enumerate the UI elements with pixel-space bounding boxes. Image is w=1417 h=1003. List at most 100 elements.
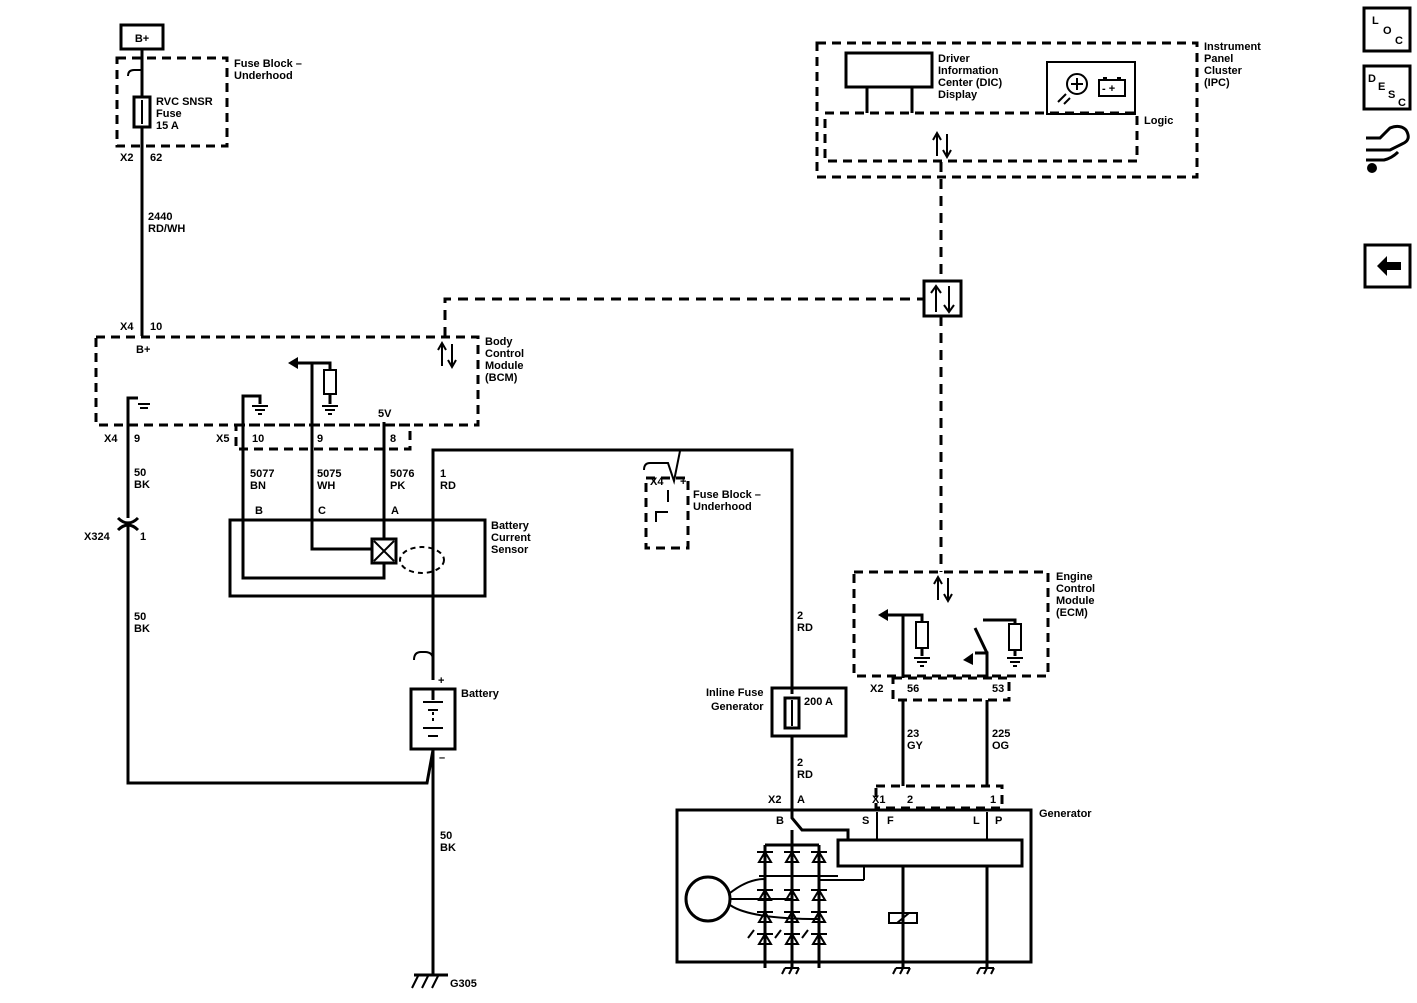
- wire-2rd-b-label: 2 RD: [797, 757, 813, 781]
- connector-x4-bcm: X4: [120, 321, 134, 333]
- battery-current-sensor-label: Battery Current Sensor: [491, 520, 534, 556]
- data-junction: [922, 279, 963, 318]
- gen-term-s: S: [862, 815, 869, 827]
- gen-term-l: L: [973, 815, 980, 827]
- resistor-icon: [915, 621, 929, 649]
- instrument-panel-cluster: [815, 41, 1199, 179]
- ecm-pin-53: 53: [992, 683, 1004, 695]
- ecm-x2-label: X2: [870, 683, 883, 695]
- wire-225-label: 225 OG: [992, 728, 1013, 752]
- ground-icon: [1007, 657, 1023, 667]
- arrow-left-icon: [878, 609, 888, 621]
- ground-icon: [411, 973, 448, 989]
- x1-pin-2: 2: [907, 794, 913, 806]
- body-control-module: [94, 335, 480, 427]
- x4-mid-label: X4: [650, 476, 664, 488]
- connector-x4-ground: X4: [104, 433, 118, 445]
- fuse-block-top-label: Fuse Block – Underhood: [234, 58, 305, 82]
- rvc-snsr-fuse-label: RVC SNSR Fuse 15 A: [156, 96, 216, 132]
- inline-connector-x324: [116, 516, 140, 525]
- x5-pin-10: 10: [252, 433, 264, 445]
- wire-5077-label: 5077 BN: [250, 468, 278, 492]
- engine-control-module: [852, 570, 1050, 678]
- bcm-label: Body Control Module (BCM): [485, 336, 527, 384]
- voltage-regulator: [836, 838, 1024, 868]
- wire-50bk-a-label: 50 BK: [134, 467, 150, 491]
- wire-50bk-c-label: 50 BK: [440, 830, 456, 854]
- ground-g305-label: G305: [450, 978, 477, 990]
- battery-warning-icon: - +: [1098, 77, 1126, 97]
- back-button[interactable]: [1363, 243, 1412, 289]
- dic-display: [844, 51, 934, 89]
- desc-button[interactable]: D E S C: [1362, 64, 1412, 111]
- x2-gen-label: X2: [768, 794, 781, 806]
- x1-label: X1: [872, 794, 885, 806]
- svg-text:C: C: [1395, 35, 1403, 47]
- fuse-200a-label: 200 A: [804, 696, 833, 708]
- switch-icon: [973, 618, 1017, 654]
- svg-text:L: L: [1372, 15, 1379, 27]
- x5-pin-8: 8: [390, 433, 396, 445]
- svg-text:D: D: [1368, 73, 1376, 85]
- connector-x5: [234, 423, 412, 451]
- fuse-block-mid-label: Fuse Block – Underhood: [693, 489, 764, 513]
- x324-pin-1: 1: [140, 531, 146, 543]
- ipc-label: Instrument Panel Cluster (IPC): [1204, 41, 1264, 89]
- wire-1rd: [431, 448, 794, 694]
- wire-5075-label: 5075 WH: [317, 468, 345, 492]
- x1-pin-1: 1: [990, 794, 996, 806]
- generator-label: Generator: [1039, 808, 1092, 820]
- bcm-bplus-label: B+: [136, 344, 150, 356]
- fuse-icon: [783, 696, 801, 730]
- ecm-label: Engine Control Module (ECM): [1056, 571, 1098, 619]
- x5-label: X5: [216, 433, 229, 445]
- svg-text:E: E: [1378, 81, 1385, 93]
- data-arrows-icon: [933, 574, 953, 604]
- bplus-source: B+: [119, 23, 165, 51]
- battery-minus: –: [439, 752, 445, 764]
- battery-plus: +: [438, 675, 444, 687]
- svg-text:B+: B+: [135, 33, 149, 45]
- rotor-icon: [684, 875, 732, 923]
- wire-2rd-a-label: 2 RD: [797, 610, 813, 634]
- bus-tap-icon: [413, 651, 434, 661]
- svg-text:S: S: [1388, 89, 1395, 101]
- fuse-block-underhood-top: [115, 56, 229, 148]
- indicator-box: [1046, 61, 1136, 115]
- resistor-icon: [1008, 623, 1022, 651]
- battery-current-sensor: [228, 518, 487, 598]
- current-loop-icon: [399, 546, 445, 574]
- bcs-pin-c: C: [318, 505, 326, 517]
- fuse-block-underhood-mid: [644, 476, 690, 550]
- serial-data-line-bcm: [443, 297, 925, 337]
- data-arrows-icon: [932, 130, 952, 160]
- bus-tap-icon: [127, 69, 142, 77]
- ground-icon: [138, 403, 150, 409]
- wire-2440-label: 2440 RD/WH: [148, 211, 185, 235]
- resistor-icon: [323, 369, 337, 395]
- pin-10: 10: [150, 321, 162, 333]
- connector-x2-ecm: [891, 676, 1011, 702]
- connector-x2: X2: [120, 152, 133, 164]
- bcm-5v-label: 5V: [378, 408, 392, 420]
- battery-label: Battery: [461, 688, 500, 700]
- ground-icon: [252, 405, 268, 415]
- logic-label: Logic: [1144, 115, 1173, 127]
- left-arrow-icon: [1377, 256, 1401, 276]
- ground-icon: [914, 657, 930, 667]
- ground-icon: [322, 405, 338, 415]
- gauge-icon: [1066, 73, 1088, 95]
- gen-term-b: B: [776, 815, 784, 827]
- bcs-pin-a: A: [391, 505, 399, 517]
- x5-pin-9: 9: [317, 433, 323, 445]
- wire-5076-label: 5076 PK: [390, 468, 418, 492]
- ipc-logic-block: [823, 111, 1139, 163]
- data-arrows-icon: [437, 340, 457, 370]
- x2-pin-a: A: [797, 794, 805, 806]
- x324-label: X324: [84, 531, 111, 543]
- arrow-left-icon: [288, 357, 298, 369]
- loc-button[interactable]: L O C: [1362, 6, 1412, 53]
- connector-hand-icon[interactable]: [1366, 124, 1410, 173]
